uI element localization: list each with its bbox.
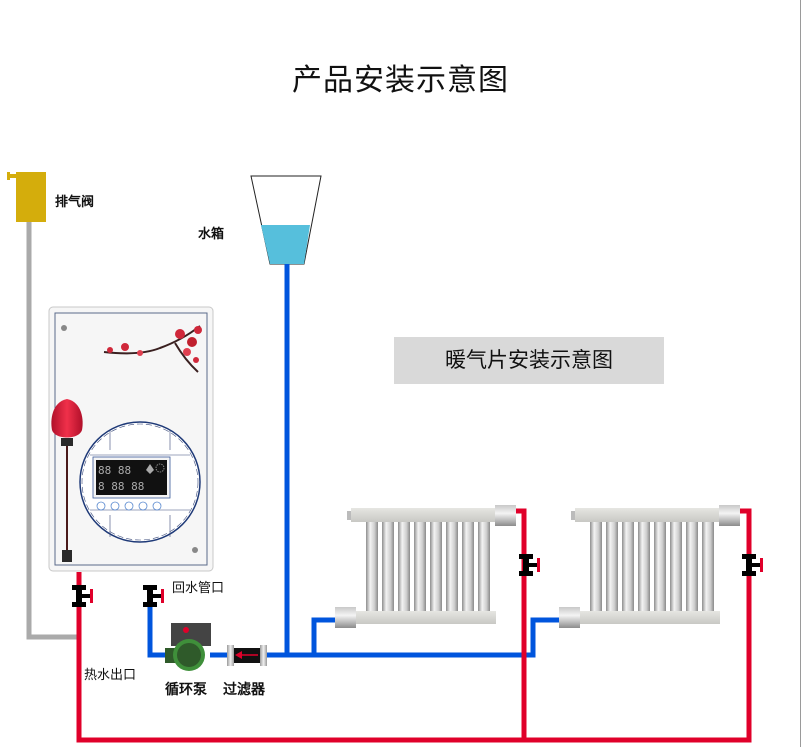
- radiators: [335, 505, 740, 628]
- radiator-bottom-bar: [355, 611, 496, 624]
- circulation-pump-label: 循环泵: [165, 682, 207, 698]
- heater-button[interactable]: [110, 501, 120, 511]
- heater-button[interactable]: [152, 501, 162, 511]
- radiator: [335, 505, 516, 628]
- water-tank-icon: [250, 175, 322, 265]
- radiator-fin: [366, 518, 378, 612]
- heater-button[interactable]: [96, 501, 106, 511]
- radiator-subtitle-box: 暖气片安装示意图: [394, 337, 664, 384]
- radiator-subtitle: 暖气片安装示意图: [445, 348, 613, 372]
- radiator-fin: [686, 518, 698, 612]
- electric-heater: 88 88 8 88 88: [48, 306, 214, 572]
- radiator-fin: [462, 518, 474, 612]
- radiator-fin: [590, 518, 602, 612]
- radiator-fin: [398, 518, 410, 612]
- display-row-1: 88 88: [98, 464, 131, 477]
- valve-icon: [72, 585, 93, 607]
- radiator-fin: [638, 518, 650, 612]
- radiator-fin: [606, 518, 618, 612]
- display-row-2: 8 88 88: [98, 480, 144, 493]
- radiator-bottom-cap: [559, 607, 580, 628]
- radiator-fin: [622, 518, 634, 612]
- radiator-fin: [702, 518, 714, 612]
- air-valve-icon: [7, 172, 46, 222]
- radiator-fin: [654, 518, 666, 612]
- plum-blossom-decoration: [103, 325, 202, 373]
- lamp-decoration: [51, 399, 83, 562]
- valve-icon: [519, 554, 540, 576]
- circulation-pump-icon: [165, 623, 211, 671]
- water-tank-label: 水箱: [198, 227, 225, 242]
- radiator-fin: [430, 518, 442, 612]
- vent-pipe: [26, 222, 80, 640]
- heater-button[interactable]: [124, 501, 134, 511]
- radiator-bottom-bar: [579, 611, 720, 624]
- valve-icon: [143, 585, 164, 607]
- return-pipe: [147, 264, 560, 658]
- radiator-top-bar: [575, 508, 721, 522]
- filter-icon: [227, 645, 267, 666]
- radiator-fin: [670, 518, 682, 612]
- radiator-fin: [478, 518, 490, 612]
- hot-water-outlet-label: 热水出口: [84, 668, 137, 683]
- control-display: 88 88 8 88 88: [92, 456, 171, 499]
- filter-label: 过滤器: [223, 682, 265, 698]
- radiator-fin: [414, 518, 426, 612]
- radiator-fin: [446, 518, 458, 612]
- radiator: [559, 505, 740, 628]
- control-buttons: [96, 501, 162, 511]
- radiator-top-cap: [495, 505, 516, 526]
- air-valve-label: 排气阀: [55, 195, 95, 210]
- radiator-bottom-cap: [335, 607, 356, 628]
- radiator-bleed-plug: [571, 511, 575, 520]
- return-inlet-label: 回水管口: [172, 581, 225, 596]
- radiator-bleed-plug: [347, 511, 351, 520]
- heater-button[interactable]: [138, 501, 148, 511]
- radiator-top-bar: [351, 508, 497, 522]
- radiator-top-cap: [719, 505, 740, 526]
- page-title: 产品安装示意图: [292, 63, 509, 98]
- radiator-fin: [382, 518, 394, 612]
- valve-icon: [742, 554, 763, 576]
